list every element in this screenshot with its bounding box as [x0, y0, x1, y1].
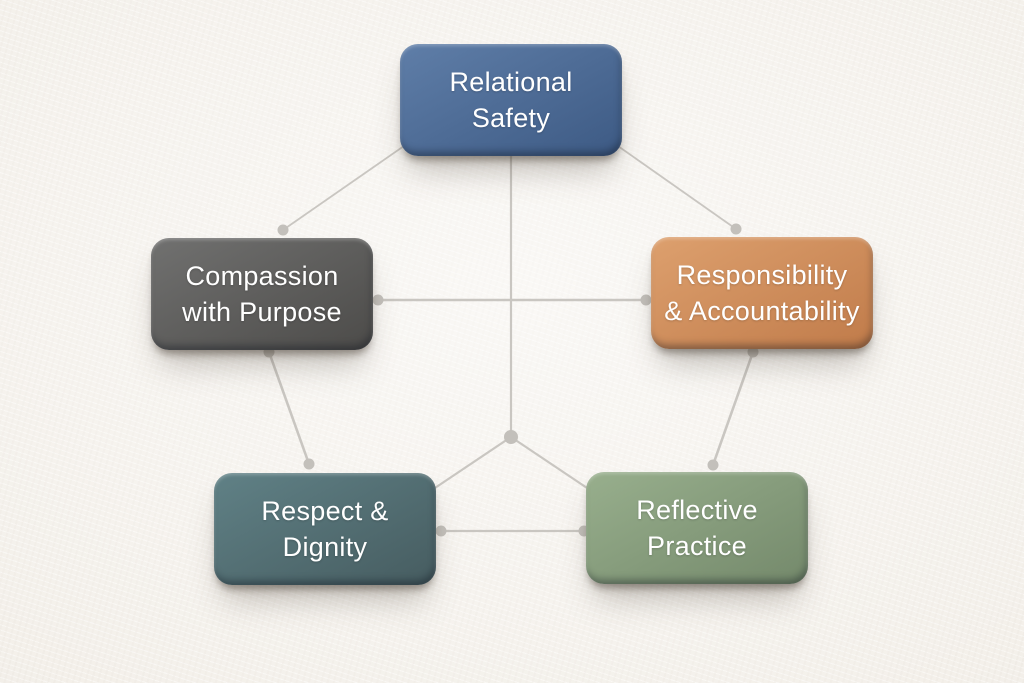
node-label-line: Respect & — [261, 496, 389, 526]
node-compassion-with-purpose: Compassion with Purpose — [151, 238, 373, 350]
connector-line-left-bl — [267, 351, 311, 465]
connector-hub-dot — [504, 430, 518, 444]
connector-node-dot — [372, 294, 384, 306]
node-label-line: Relational — [449, 67, 573, 97]
connector-node-dot — [730, 223, 742, 235]
connector-node-dot — [747, 346, 759, 358]
node-label-line: Compassion — [185, 261, 339, 291]
connector-node-dot — [435, 525, 447, 537]
node-label-line: Dignity — [282, 532, 368, 562]
connector-line-top-left — [282, 138, 415, 231]
node-label-line: with Purpose — [182, 297, 342, 327]
connector-node-dot — [277, 224, 289, 236]
node-label-line: & Accountability — [664, 296, 860, 326]
connector-node-dot — [303, 458, 315, 470]
node-reflective-practice: Reflective Practice — [586, 472, 808, 584]
connector-node-dot — [640, 294, 652, 306]
node-label-line: Responsibility — [676, 260, 848, 290]
connector-node-dot — [707, 459, 719, 471]
node-respect-dignity: Respect & Dignity — [214, 473, 436, 585]
node-label-line: Practice — [647, 531, 747, 561]
connector-line-top-right — [607, 138, 737, 230]
node-relational-safety: Relational Safety — [400, 44, 622, 156]
connector-line-right-br — [711, 351, 755, 466]
node-label-line: Reflective — [636, 495, 758, 525]
node-label-line: Safety — [471, 103, 551, 133]
node-responsibility-accountability: Responsibility & Accountability — [651, 237, 873, 349]
